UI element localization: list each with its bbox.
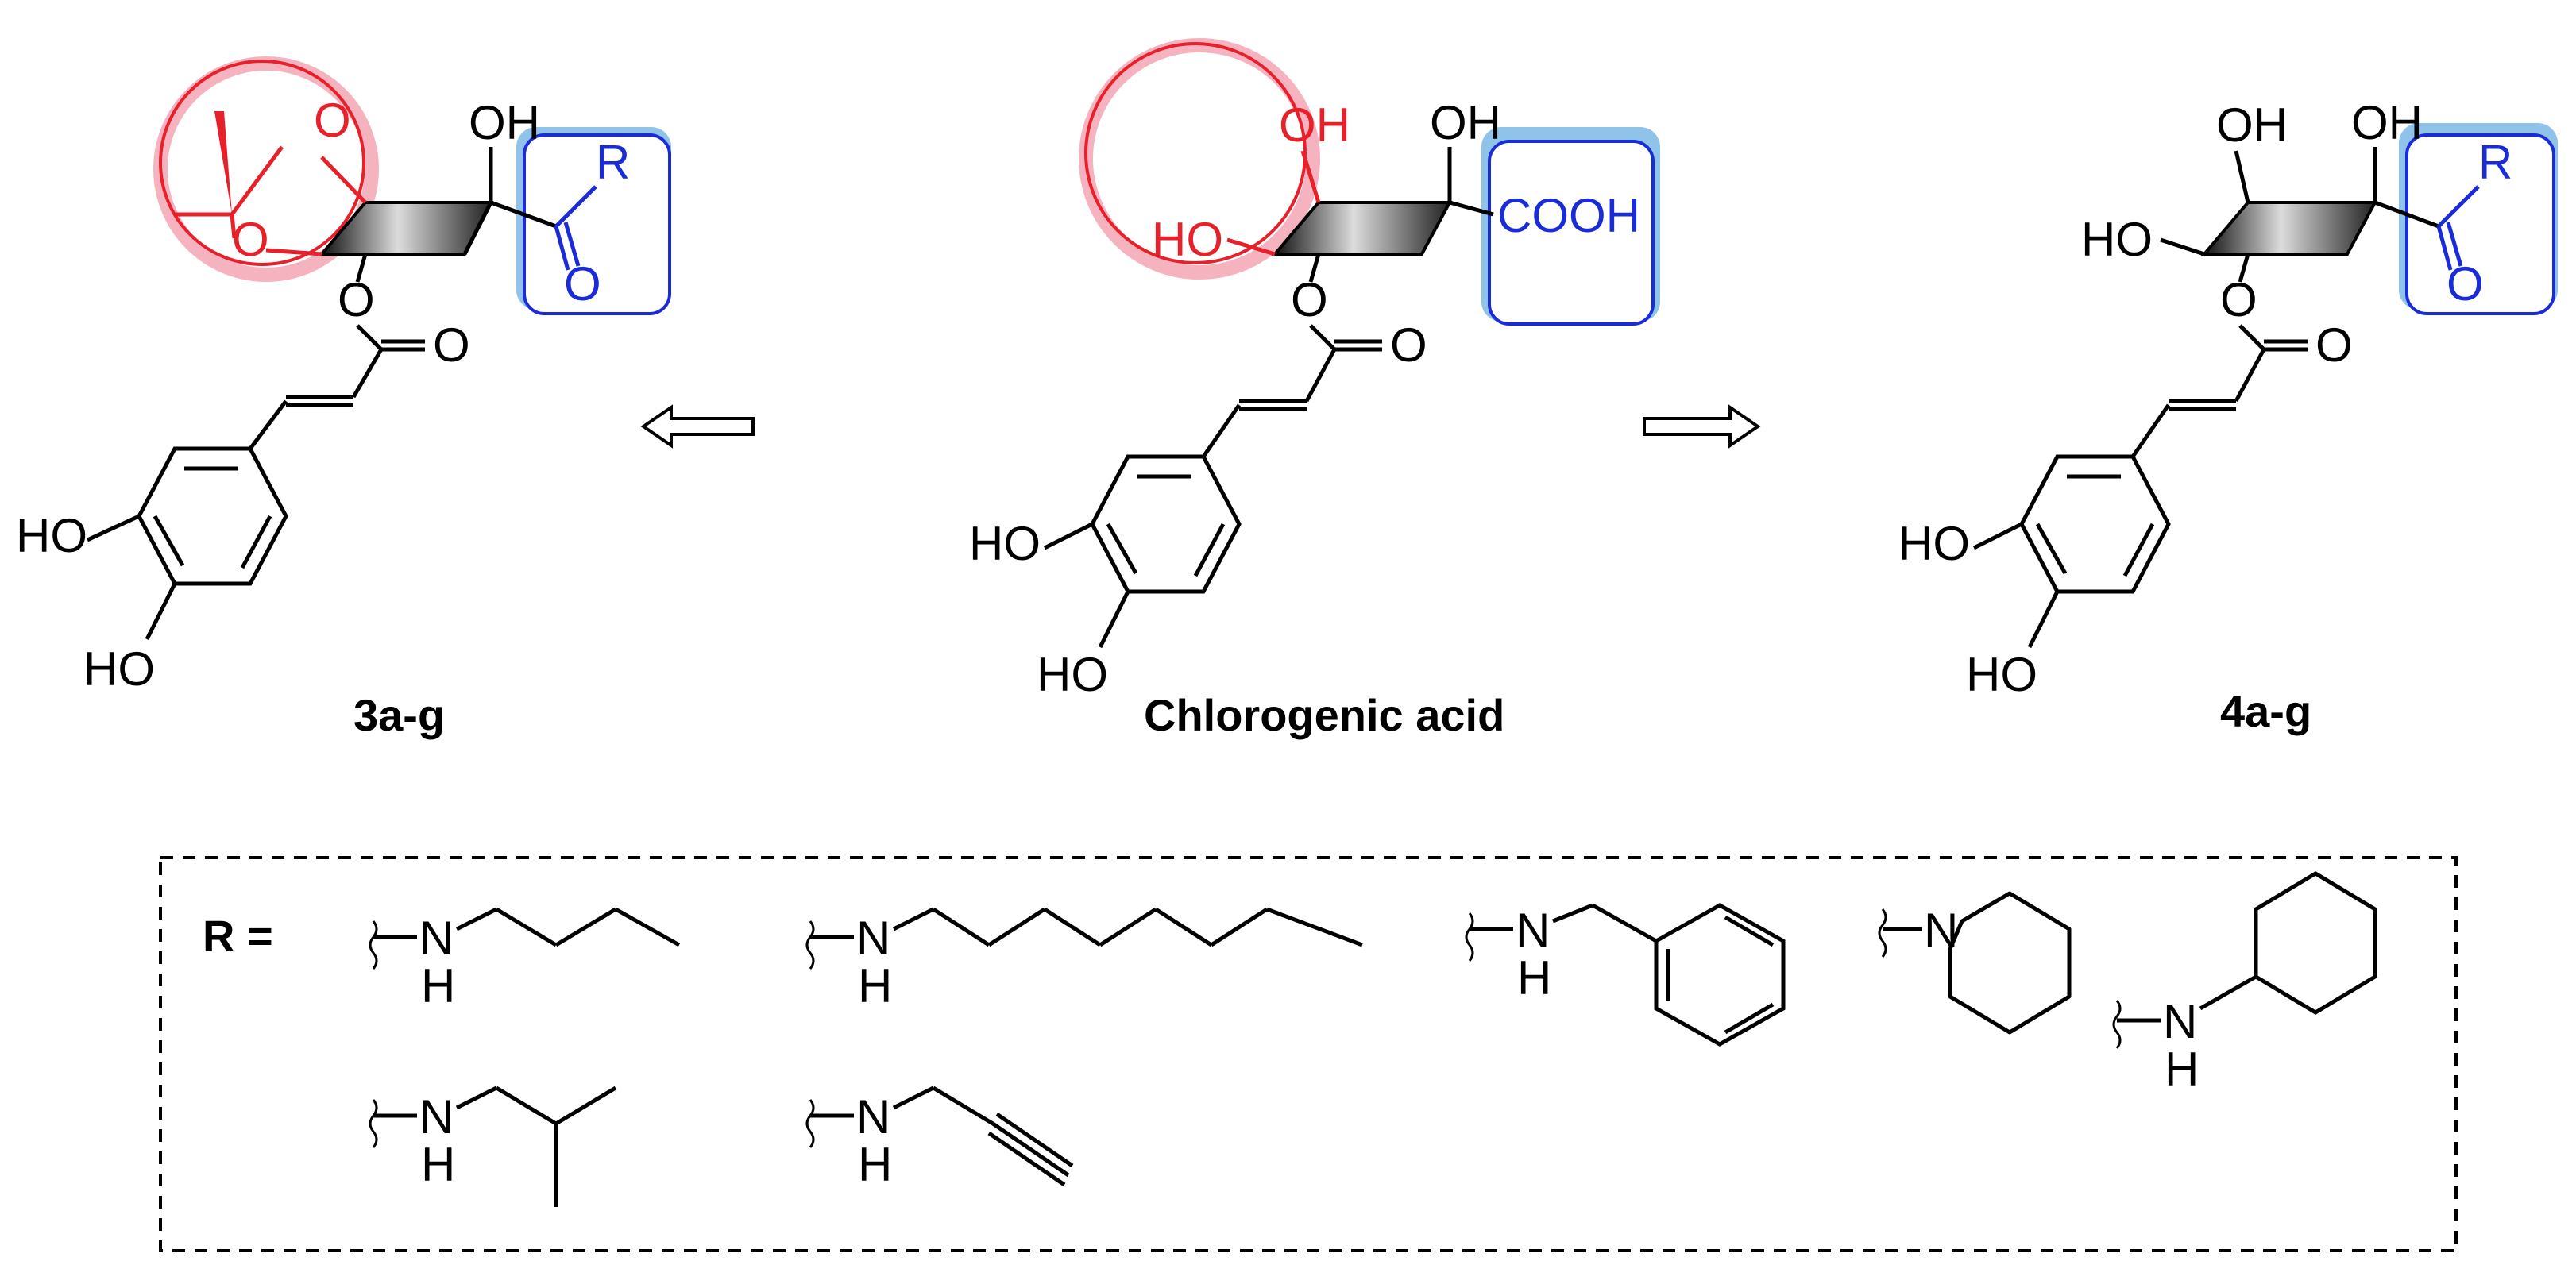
- left-amide-o: O: [564, 257, 601, 310]
- r-butylamino: [369, 907, 681, 970]
- compound-4a-g-labels: OH HO OH R O O O HO HO 4a-g: [1898, 96, 2512, 736]
- left-o-acetonide-2: O: [232, 213, 269, 266]
- right-amide-o: O: [2447, 257, 2484, 310]
- r6-n: N: [419, 1090, 454, 1143]
- center-ho-5: HO: [1152, 213, 1223, 266]
- center-compound-label: Chlorogenic acid: [1144, 690, 1504, 740]
- amide-box: [2405, 133, 2555, 315]
- center-carbonyl-o: O: [1390, 318, 1427, 372]
- r-cyclohexylamino: [2112, 871, 2377, 1049]
- acid-box: [1488, 140, 1655, 326]
- r3-h: H: [1517, 951, 1551, 1005]
- r-isobutylamino: [369, 1086, 617, 1207]
- r7-h: H: [858, 1138, 892, 1191]
- center-ho-4: HO: [1037, 648, 1108, 701]
- chair-ring: [2200, 201, 2378, 256]
- right-amide-r: R: [2478, 136, 2512, 189]
- r3-n: N: [1516, 904, 1550, 957]
- left-ho-3: HO: [16, 509, 87, 562]
- right-ho-3: HO: [1898, 517, 1970, 570]
- r5-n: N: [2163, 995, 2197, 1048]
- compound-chlorogenic-acid-labels: OH HO OH COOH O O HO HO Chlorogenic acid: [969, 96, 1640, 740]
- compound-4a-g: [1972, 123, 2558, 649]
- r2-h: H: [858, 959, 892, 1012]
- left-ester-o: O: [338, 273, 375, 326]
- r-propargylamino: [805, 1086, 1074, 1187]
- right-ho-4: HO: [1966, 648, 2037, 701]
- compound-3a-g-labels: O O OH R O O O HO HO 3a-g: [16, 94, 630, 740]
- compound-3a-g: [86, 56, 671, 641]
- center-ester-o: O: [1291, 273, 1328, 326]
- r-benzylamino: [1465, 903, 1786, 1047]
- right-compound-label: 4a-g: [2220, 686, 2311, 736]
- r1-h: H: [421, 959, 455, 1012]
- arrow-right: [1643, 404, 1761, 449]
- compound-chlorogenic-acid: [1043, 38, 1660, 649]
- r-group-atom-labels: N H N H N H N N H N H N H: [419, 904, 2199, 1191]
- acetonide-highlight: [159, 60, 365, 266]
- r4-n: N: [1924, 904, 1958, 957]
- r7-n: N: [856, 1090, 890, 1143]
- right-oh-1: OH: [2351, 96, 2423, 149]
- r-group-panel: [159, 856, 2458, 1252]
- r5-h: H: [2165, 1043, 2199, 1096]
- left-o-acetonide-1: O: [314, 94, 351, 147]
- left-ho-4: HO: [83, 642, 155, 696]
- left-carbonyl-o: O: [433, 318, 470, 372]
- chair-ring: [318, 201, 494, 256]
- r2-n: N: [856, 912, 890, 965]
- r-groups: [369, 871, 2377, 1207]
- center-cooh: COOH: [1497, 189, 1640, 242]
- right-oh-4: OH: [2216, 98, 2288, 152]
- left-amide-r: R: [596, 136, 630, 189]
- center-ho-3: HO: [969, 517, 1041, 570]
- left-oh-quinic-1: OH: [469, 96, 540, 149]
- r-octylamino: [805, 907, 1363, 970]
- r-piperidino: [1878, 891, 2072, 1035]
- arrow-left: [640, 404, 755, 449]
- right-carbonyl-o: O: [2315, 318, 2353, 372]
- amide-box: [523, 133, 671, 315]
- left-compound-label: 3a-g: [353, 690, 445, 740]
- center-oh-4: OH: [1279, 98, 1350, 152]
- r-group-heading: R =: [203, 911, 273, 961]
- right-ester-o: O: [2220, 273, 2257, 326]
- r6-h: H: [421, 1138, 455, 1191]
- center-oh-1: OH: [1430, 96, 1501, 149]
- right-ho-5: HO: [2081, 213, 2153, 266]
- r1-n: N: [419, 912, 454, 965]
